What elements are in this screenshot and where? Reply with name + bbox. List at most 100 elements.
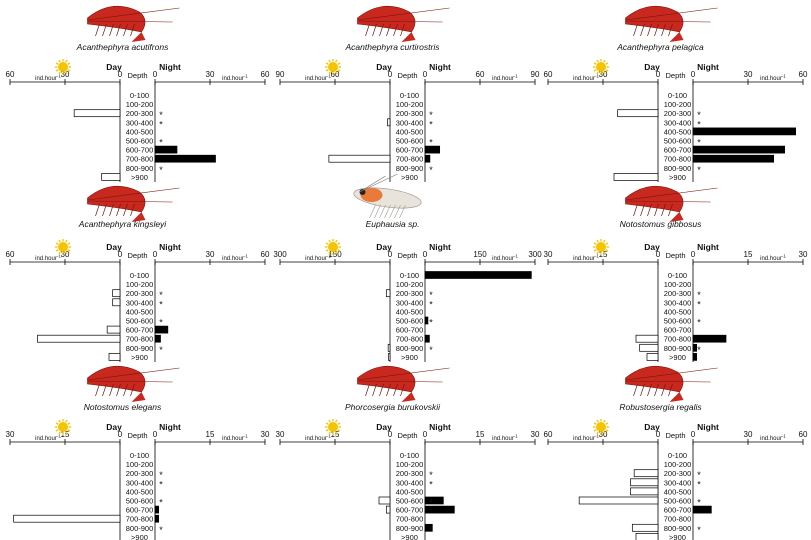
species-name: Notostomus gibbosus	[620, 219, 702, 229]
significance-star: *	[697, 110, 701, 120]
tick-label: 0	[656, 70, 661, 79]
depth-bin-label: 300-400	[396, 298, 424, 307]
shrimp-illustration	[357, 5, 450, 42]
depth-bin-label: 200-300	[396, 469, 424, 478]
unit-label-night: ind.hour-1	[492, 74, 518, 83]
significance-star: *	[429, 470, 433, 480]
sun-icon	[55, 239, 71, 255]
depth-bin-label: >900	[669, 173, 686, 182]
depth-bin-label: 200-300	[664, 289, 692, 298]
depth-bin-label: 100-200	[664, 280, 692, 289]
significance-star: *	[697, 299, 701, 309]
tick-label: 60	[476, 70, 485, 79]
night-header: Night	[697, 62, 719, 72]
depth-bin-label: 300-400	[664, 298, 692, 307]
depth-bin-label: 400-500	[396, 487, 424, 496]
tick-label: 60	[261, 250, 270, 259]
depth-bin-label: 400-500	[396, 307, 424, 316]
depth-bin-label: >900	[401, 173, 418, 182]
shrimp-illustration	[87, 365, 180, 402]
day-header: Day	[376, 62, 392, 72]
depth-header: Depth	[127, 431, 147, 440]
depth-bin-label: 400-500	[664, 127, 692, 136]
tick-label: 30	[799, 250, 808, 259]
significance-star: *	[697, 479, 701, 489]
depth-bin-label: >900	[131, 173, 148, 182]
night-bar	[154, 514, 160, 523]
depth-header: Depth	[127, 71, 147, 80]
sun-icon	[325, 419, 341, 435]
tick-label: 300	[273, 250, 287, 259]
tick-label: 30	[61, 250, 70, 259]
significance-star: *	[697, 345, 701, 355]
depth-bin-label: 500-600	[664, 317, 692, 326]
night-bar	[154, 154, 216, 163]
depth-bin-label: 700-800	[396, 515, 424, 524]
unit-label-day: ind.hour-1	[35, 74, 61, 83]
night-bar	[424, 334, 430, 343]
depth-bin-label: 800-900	[664, 344, 692, 353]
depth-bin-label: >900	[131, 533, 148, 540]
night-header: Night	[159, 242, 181, 252]
tick-label: 90	[531, 70, 540, 79]
depth-bin-label: 600-700	[126, 146, 154, 155]
tick-label: 60	[799, 430, 808, 439]
tick-label: 0	[656, 430, 661, 439]
unit-label-day: ind.hour-1	[305, 254, 331, 263]
day-bar	[328, 154, 391, 163]
tick-label: 0	[153, 250, 158, 259]
depth-bin-label: 600-700	[664, 506, 692, 515]
night-header: Night	[429, 62, 451, 72]
tick-label: 30	[599, 430, 608, 439]
tick-label: 0	[153, 430, 158, 439]
day-bar	[385, 289, 391, 298]
depth-bin-label: 400-500	[126, 307, 154, 316]
depth-bin-label: 700-800	[664, 335, 692, 344]
day-bar	[633, 469, 659, 478]
depth-header: Depth	[665, 71, 685, 80]
tick-label: 30	[531, 430, 540, 439]
tick-label: 15	[476, 430, 485, 439]
depth-bin-label: 300-400	[126, 298, 154, 307]
night-bar	[154, 505, 160, 514]
day-header: Day	[106, 422, 122, 432]
depth-bin-label: 800-900	[664, 164, 692, 173]
unit-label-night: ind.hour-1	[222, 74, 248, 83]
sun-icon	[593, 239, 609, 255]
significance-star: *	[697, 119, 701, 129]
day-bar	[37, 334, 121, 343]
depth-bin-label: 500-600	[664, 497, 692, 506]
significance-star: *	[159, 345, 163, 355]
tick-label: 60	[6, 70, 15, 79]
depth-bin-label: 0-100	[130, 91, 149, 100]
depth-header: Depth	[665, 251, 685, 260]
significance-star: *	[429, 138, 433, 148]
day-header: Day	[376, 242, 392, 252]
sun-icon	[55, 59, 71, 75]
day-bar	[646, 353, 659, 361]
tick-label: 30	[544, 250, 553, 259]
significance-star: *	[429, 525, 433, 535]
significance-star: *	[159, 299, 163, 309]
significance-star: *	[159, 318, 163, 328]
depth-bin-label: 500-600	[396, 137, 424, 146]
tick-label: 30	[261, 430, 270, 439]
unit-label-day: ind.hour-1	[35, 434, 61, 443]
significance-star: *	[697, 498, 701, 508]
depth-bin-label: 100-200	[396, 460, 424, 469]
tick-label: 0	[118, 70, 123, 79]
unit-label-night: ind.hour-1	[492, 254, 518, 263]
day-bar	[617, 109, 659, 118]
depth-bin-label: 100-200	[396, 280, 424, 289]
depth-bin-label: 0-100	[130, 271, 149, 280]
species-name: Notostomus elegans	[84, 402, 162, 412]
significance-star: *	[159, 110, 163, 120]
sun-icon	[55, 419, 71, 435]
tick-label: 0	[423, 70, 428, 79]
night-header: Night	[697, 242, 719, 252]
depth-bin-label: 700-800	[126, 155, 154, 164]
day-bar	[613, 173, 659, 181]
sun-icon	[325, 239, 341, 255]
